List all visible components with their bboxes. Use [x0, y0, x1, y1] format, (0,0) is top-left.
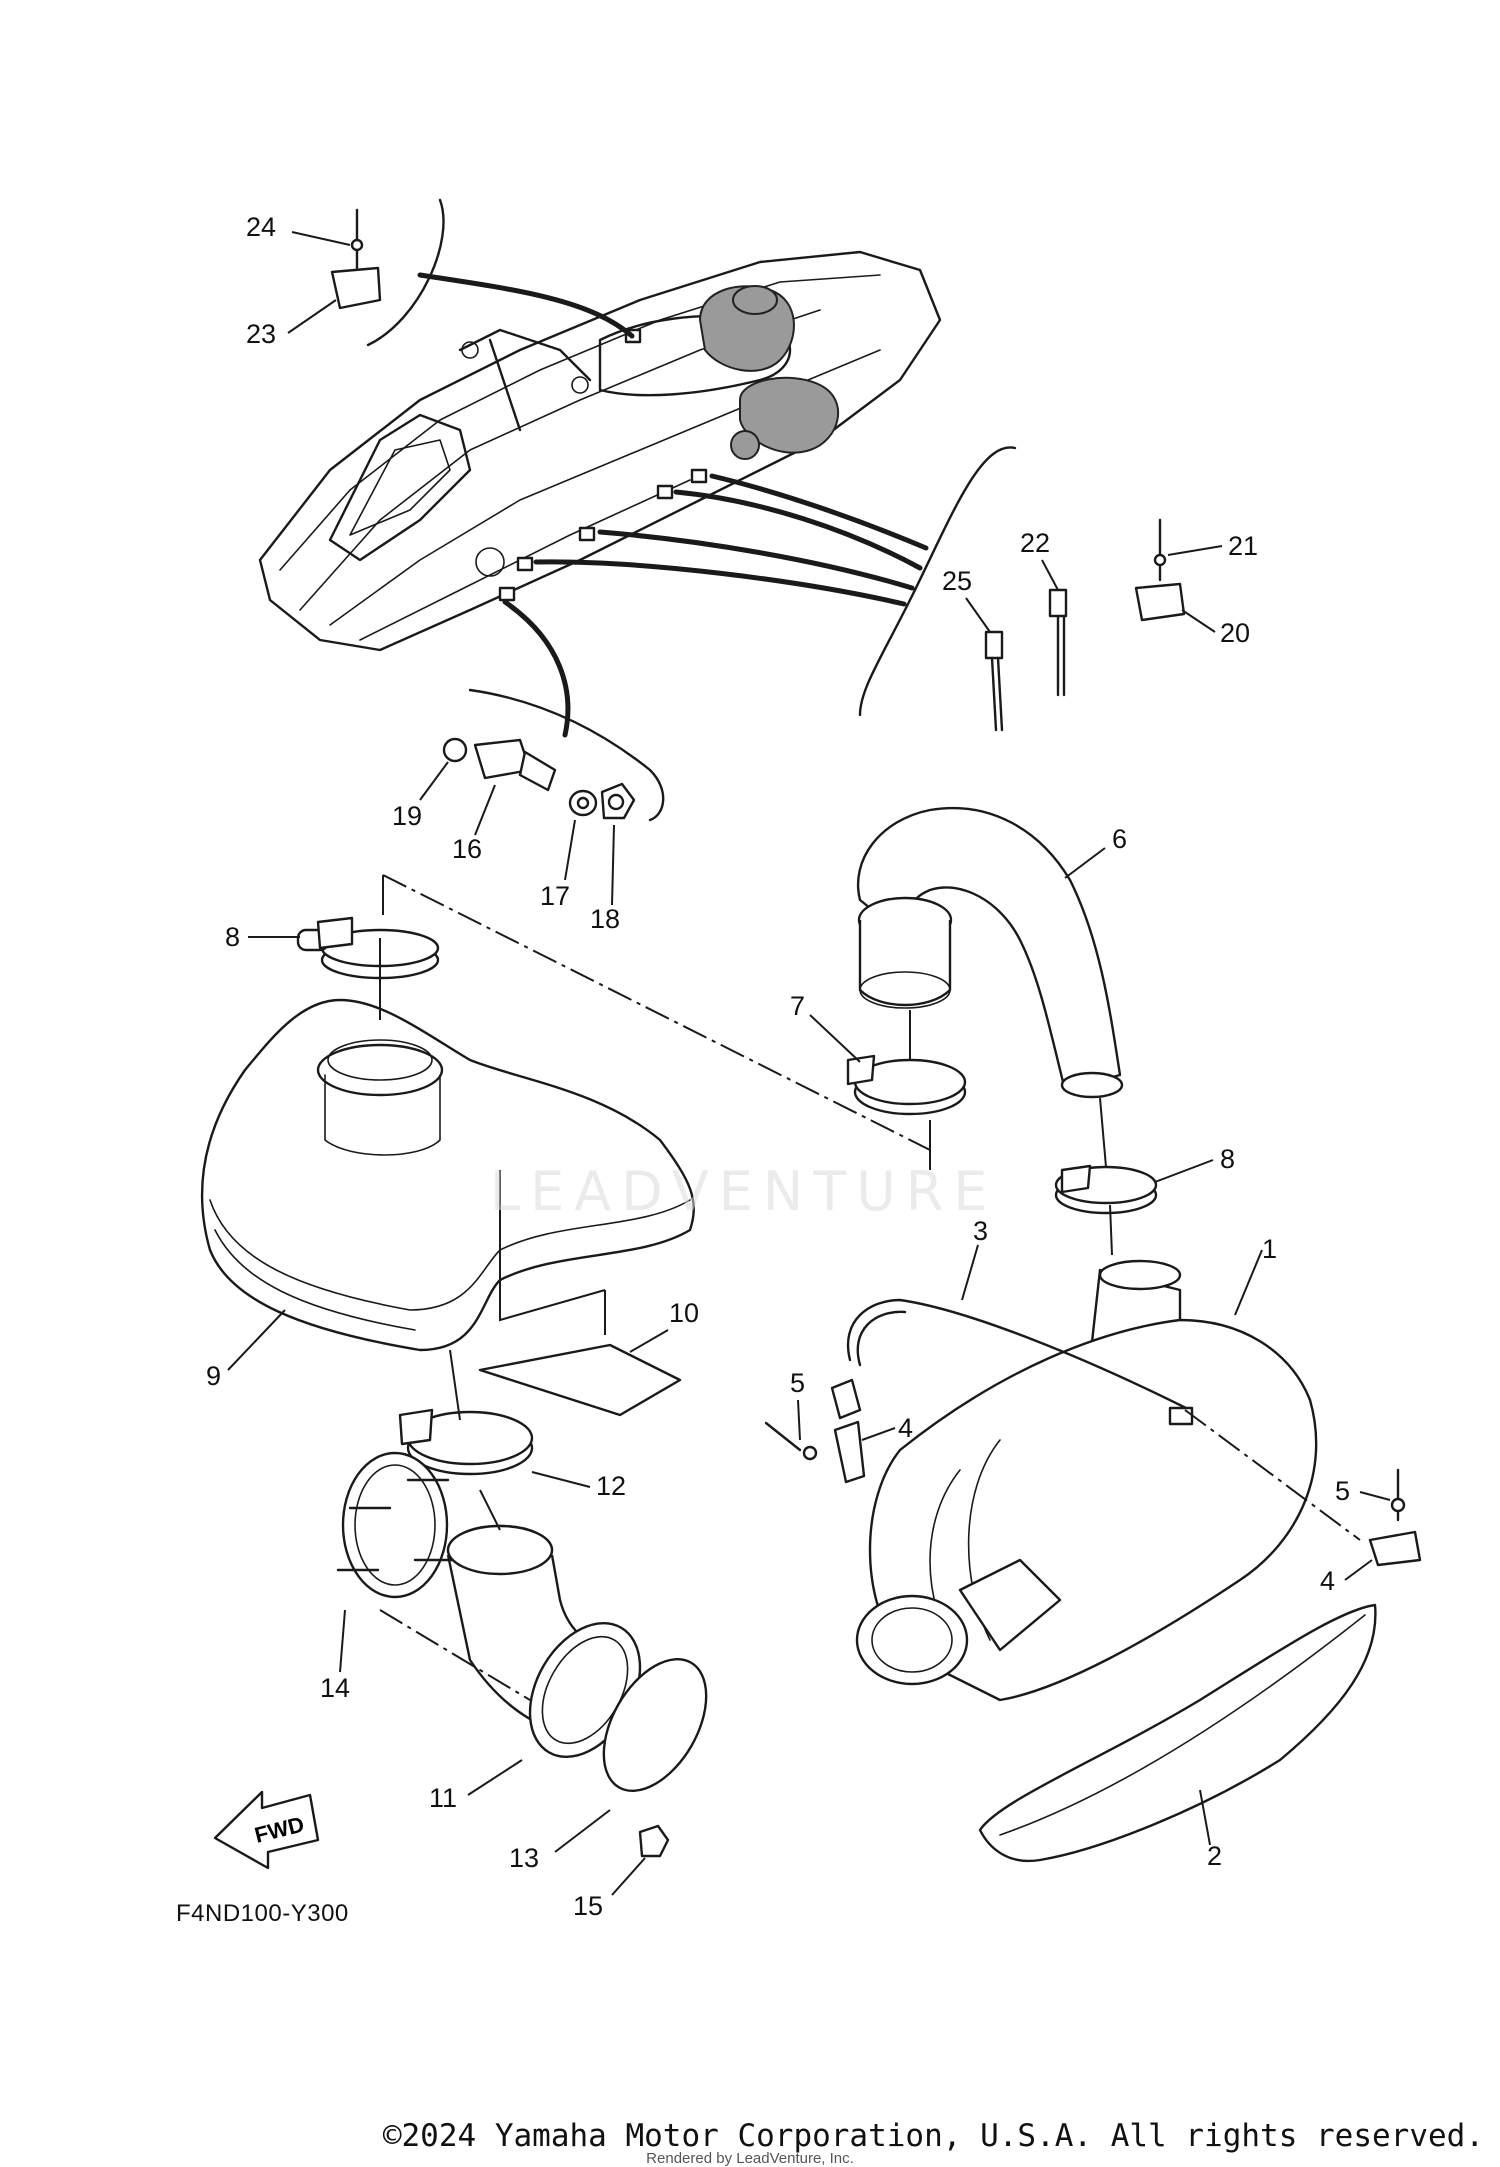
- callout-13: 13: [509, 1843, 539, 1873]
- bracket-top-left: [366, 198, 445, 347]
- callout-7: 7: [790, 991, 805, 1021]
- callout-21: 21: [1228, 531, 1258, 561]
- part-15-nut: [638, 1824, 670, 1858]
- callout-15: 15: [573, 1891, 603, 1921]
- part-13-gasket: [528, 1621, 708, 1792]
- callout-4: 4: [898, 1413, 913, 1443]
- callout-25: 25: [942, 566, 972, 596]
- callout-2: 2: [1207, 1841, 1222, 1871]
- callout-19: 19: [392, 801, 422, 831]
- part-8-clamp-top: [296, 916, 440, 980]
- part-3-strap: [830, 1298, 1194, 1426]
- callout-12: 12: [596, 1471, 626, 1501]
- location-pointers: [417, 272, 929, 738]
- callout-9: 9: [206, 1361, 221, 1391]
- part-2-cover: [978, 1603, 1377, 1863]
- watermark: LEADVENTURE: [490, 1160, 998, 1223]
- part-23-24-rivet-cap: [330, 208, 382, 310]
- callout-17: 17: [540, 881, 570, 911]
- part-10-pad: [478, 1343, 682, 1417]
- part-1-muffler: [855, 1259, 1318, 1702]
- fwd-arrow: FWD: [213, 1790, 320, 1870]
- rendered-by-credit: Rendered by LeadVenture, Inc.: [646, 2150, 854, 2167]
- callout-20: 20: [1220, 618, 1250, 648]
- callout-8b: 8: [1220, 1144, 1235, 1174]
- callout-5: 5: [790, 1368, 805, 1398]
- callout-24: 24: [246, 212, 276, 242]
- callout-18: 18: [590, 904, 620, 934]
- part-22-cable-tie: [1048, 588, 1068, 697]
- callout-1: 1: [1262, 1234, 1277, 1264]
- callout-6: 6: [1112, 824, 1127, 854]
- part-20-21-rivet-cap: [1134, 518, 1186, 622]
- callout-8: 8: [225, 922, 240, 952]
- part-8-clamp-lower: [1054, 1164, 1158, 1215]
- part-16-19-fitting: [442, 737, 636, 820]
- diagram-code: F4ND100-Y300: [176, 1900, 349, 1927]
- part-14-bolt-ring: [336, 1451, 454, 1599]
- part-7-clamp: [846, 1054, 967, 1116]
- part-9-water-box: [200, 998, 695, 1352]
- callout-23: 23: [246, 319, 276, 349]
- callout-14: 14: [320, 1673, 350, 1703]
- callout-11: 11: [429, 1783, 457, 1813]
- alignment-line: [382, 874, 931, 1151]
- callout-4b: 4: [1320, 1566, 1335, 1596]
- callout-10: 10: [669, 1298, 699, 1328]
- part-25-cable-tie: [984, 630, 1004, 732]
- watercraft-illustration: [258, 250, 942, 652]
- copyright-notice: ©2024 Yamaha Motor Corporation, U.S.A. A…: [382, 2118, 1484, 2154]
- callout-labels: 1 2 3 4 4 5 5 6 7 8 8 9 10 11 12 13 14 1…: [206, 212, 1391, 1921]
- callout-5b: 5: [1335, 1476, 1350, 1506]
- bracket-middle: [468, 688, 665, 822]
- part-4-5-bracket-rivet: [764, 1420, 1422, 1567]
- callout-3: 3: [973, 1216, 988, 1246]
- bracket-right: [858, 446, 1017, 717]
- callout-22: 22: [1020, 528, 1050, 558]
- callout-16: 16: [452, 834, 482, 864]
- part-12-clamp: [398, 1408, 534, 1476]
- part-6-exhaust-hose: [857, 806, 1124, 1099]
